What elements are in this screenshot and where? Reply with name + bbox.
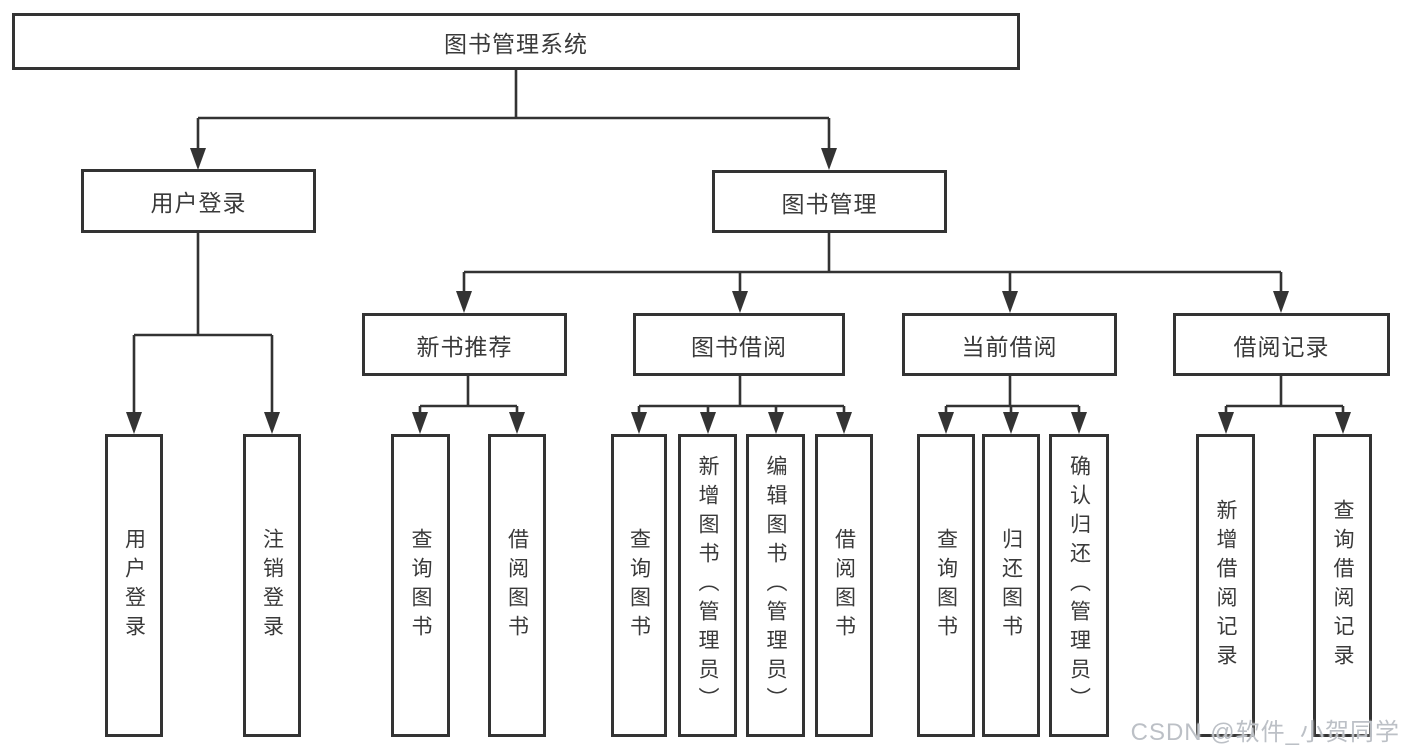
arrowheads	[126, 148, 1351, 434]
node-book-management: 图书管理	[712, 170, 947, 233]
node-book-management-label: 图书管理	[781, 190, 878, 217]
leaf-borrow-books-2-label: 借阅图书	[832, 527, 856, 644]
leaf-user-login: 用户登录	[105, 434, 163, 737]
leaf-add-book-admin: 新增图书（管理员）	[678, 434, 737, 737]
leaf-return-book: 归还图书	[982, 434, 1040, 737]
leaf-query-borrow-record: 查询借阅记录	[1313, 434, 1372, 737]
leaf-add-borrow-record: 新增借阅记录	[1196, 434, 1255, 737]
node-current-borrow: 当前借阅	[902, 313, 1117, 376]
leaf-query-books-1: 查询图书	[391, 434, 450, 737]
leaf-return-book-label: 归还图书	[999, 527, 1023, 644]
node-borrow-records: 借阅记录	[1173, 313, 1390, 376]
node-book-borrow: 图书借阅	[633, 313, 845, 376]
node-user-login: 用户登录	[81, 169, 316, 233]
node-borrow-records-label: 借阅记录	[1233, 333, 1330, 360]
leaf-query-borrow-record-label: 查询借阅记录	[1331, 498, 1354, 673]
leaf-logout-label: 注销登录	[260, 527, 284, 644]
leaf-borrow-books-1-label: 借阅图书	[505, 527, 529, 644]
node-current-borrow-label: 当前借阅	[961, 333, 1058, 360]
leaf-query-books-3: 查询图书	[917, 434, 975, 737]
csdn-watermark: CSDN @软件_小贺同学	[1130, 719, 1400, 746]
node-user-login-label: 用户登录	[150, 190, 247, 216]
leaf-logout: 注销登录	[243, 434, 301, 737]
leaf-user-login-label: 用户登录	[122, 527, 146, 644]
leaf-query-books-2: 查询图书	[611, 434, 667, 737]
leaf-query-books-1-label: 查询图书	[409, 527, 432, 644]
leaf-confirm-return-admin-label: 确认归还（管理员）	[1067, 455, 1091, 716]
leaf-query-books-2-label: 查询图书	[627, 527, 651, 644]
node-root-label: 图书管理系统	[444, 30, 588, 57]
leaf-borrow-books-2: 借阅图书	[815, 434, 873, 737]
leaf-borrow-books-1: 借阅图书	[488, 434, 546, 737]
leaf-edit-book-admin: 编辑图书（管理员）	[746, 434, 805, 737]
leaf-query-books-3-label: 查询图书	[934, 527, 958, 644]
node-new-book-recommend-label: 新书推荐	[416, 333, 513, 360]
node-book-borrow-label: 图书借阅	[691, 333, 787, 360]
leaf-edit-book-admin-label: 编辑图书（管理员）	[764, 455, 787, 716]
leaf-add-borrow-record-label: 新增借阅记录	[1214, 498, 1237, 673]
node-new-book-recommend: 新书推荐	[362, 313, 567, 376]
leaf-add-book-admin-label: 新增图书（管理员）	[696, 455, 719, 716]
leaf-confirm-return-admin: 确认归还（管理员）	[1049, 434, 1109, 737]
node-root-library-system: 图书管理系统	[12, 13, 1020, 70]
